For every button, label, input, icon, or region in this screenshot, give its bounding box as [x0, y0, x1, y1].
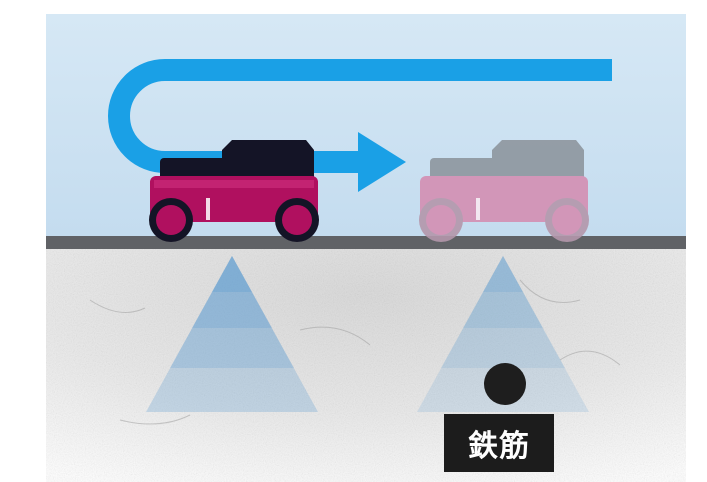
rebar-label: 鉄筋 [444, 414, 554, 472]
surface-line [46, 236, 686, 249]
sky-panel [46, 14, 686, 236]
scanner-cart-ghost-icon [419, 140, 589, 242]
scanner-cart-icon [149, 140, 319, 242]
rebar-dot-icon [484, 363, 526, 405]
scan-cone-right [417, 256, 589, 412]
u-turn-arrow-icon [108, 59, 612, 192]
rebar-label-text: 鉄筋 [468, 429, 530, 464]
concrete-section [46, 248, 686, 482]
scan-cone-left [146, 256, 318, 412]
